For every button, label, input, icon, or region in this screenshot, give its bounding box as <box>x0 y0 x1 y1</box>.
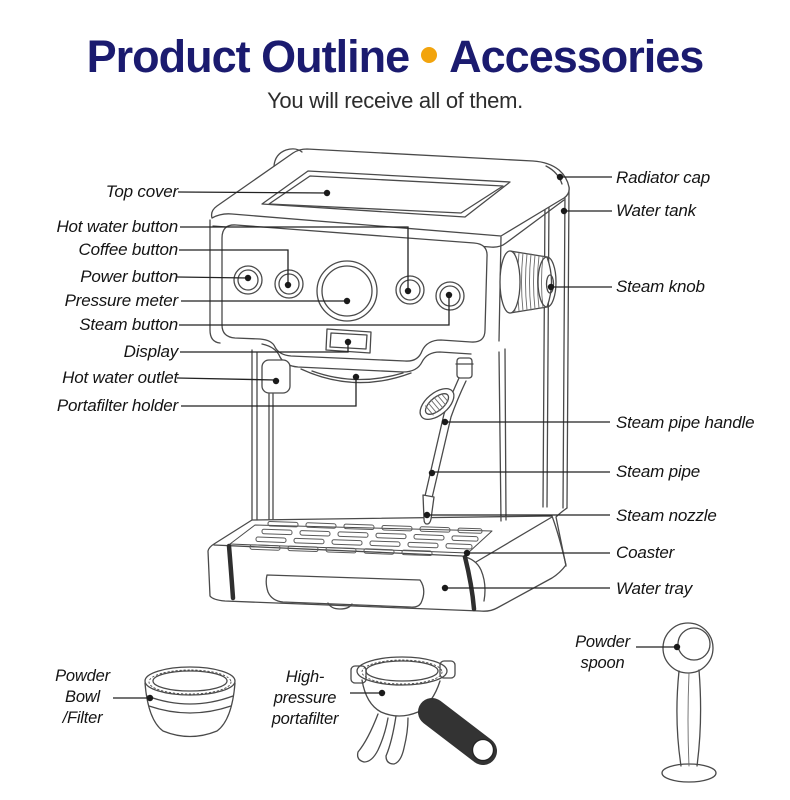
top-cover-surface <box>209 148 570 344</box>
title-left: Product Outline <box>86 31 410 82</box>
header: Product Outline Accessories You will rece… <box>0 34 790 114</box>
subtitle: You will receive all of them. <box>267 88 523 113</box>
bullet-separator-icon <box>421 47 438 64</box>
label-steam-nozzle: Steam nozzle <box>616 506 717 525</box>
label-coaster: Coaster <box>616 543 675 562</box>
water-tank-side <box>498 186 570 567</box>
label-steam-knob: Steam knob <box>616 277 705 296</box>
label-top-cover: Top cover <box>105 182 178 201</box>
label-powder-bowl-filter: Powder Bowl /Filter <box>55 667 110 727</box>
label-high-pressure-portafilter: High- pressure portafilter <box>271 668 339 728</box>
label-powder-spoon: Powder spoon <box>575 633 630 672</box>
label-display: Display <box>123 342 179 361</box>
pressure-meter-illustration <box>316 260 378 322</box>
label-hot-water-outlet: Hot water outlet <box>62 368 178 387</box>
label-water-tray: Water tray <box>616 579 693 598</box>
power-button-illustration <box>233 265 263 295</box>
steam-button-illustration <box>435 281 465 311</box>
label-coffee-button: Coffee button <box>78 240 179 259</box>
callout-dots <box>146 173 681 702</box>
title-right: Accessories <box>449 31 704 82</box>
powder-bowl-illustration <box>144 666 236 738</box>
callout-lines <box>113 176 675 699</box>
label-pressure-meter: Pressure meter <box>64 291 179 310</box>
water-tray-drawer <box>265 574 425 610</box>
page-title: Product Outline Accessories <box>0 34 790 79</box>
steam-knob-illustration <box>499 250 557 314</box>
brew-group-area <box>251 343 472 521</box>
hot-water-button-illustration <box>395 275 425 305</box>
steam-wand-illustration <box>419 357 474 525</box>
machine-base <box>207 515 567 612</box>
display-illustration <box>325 328 372 354</box>
coaster-grid <box>229 520 493 557</box>
label-steam-pipe: Steam pipe <box>616 462 700 481</box>
label-water-tank: Water tank <box>616 201 696 220</box>
label-radiator-cap: Radiator cap <box>616 168 710 187</box>
label-steam-pipe-handle: Steam pipe handle <box>616 413 755 432</box>
label-power-button: Power button <box>80 267 178 286</box>
label-portafilter-holder: Portafilter holder <box>56 396 178 415</box>
label-hot-water-button: Hot water button <box>56 217 178 236</box>
label-steam-button: Steam button <box>79 315 178 334</box>
powder-spoon-illustration <box>661 622 717 783</box>
portafilter-illustration <box>350 656 497 765</box>
coffee-button-illustration <box>274 269 304 299</box>
